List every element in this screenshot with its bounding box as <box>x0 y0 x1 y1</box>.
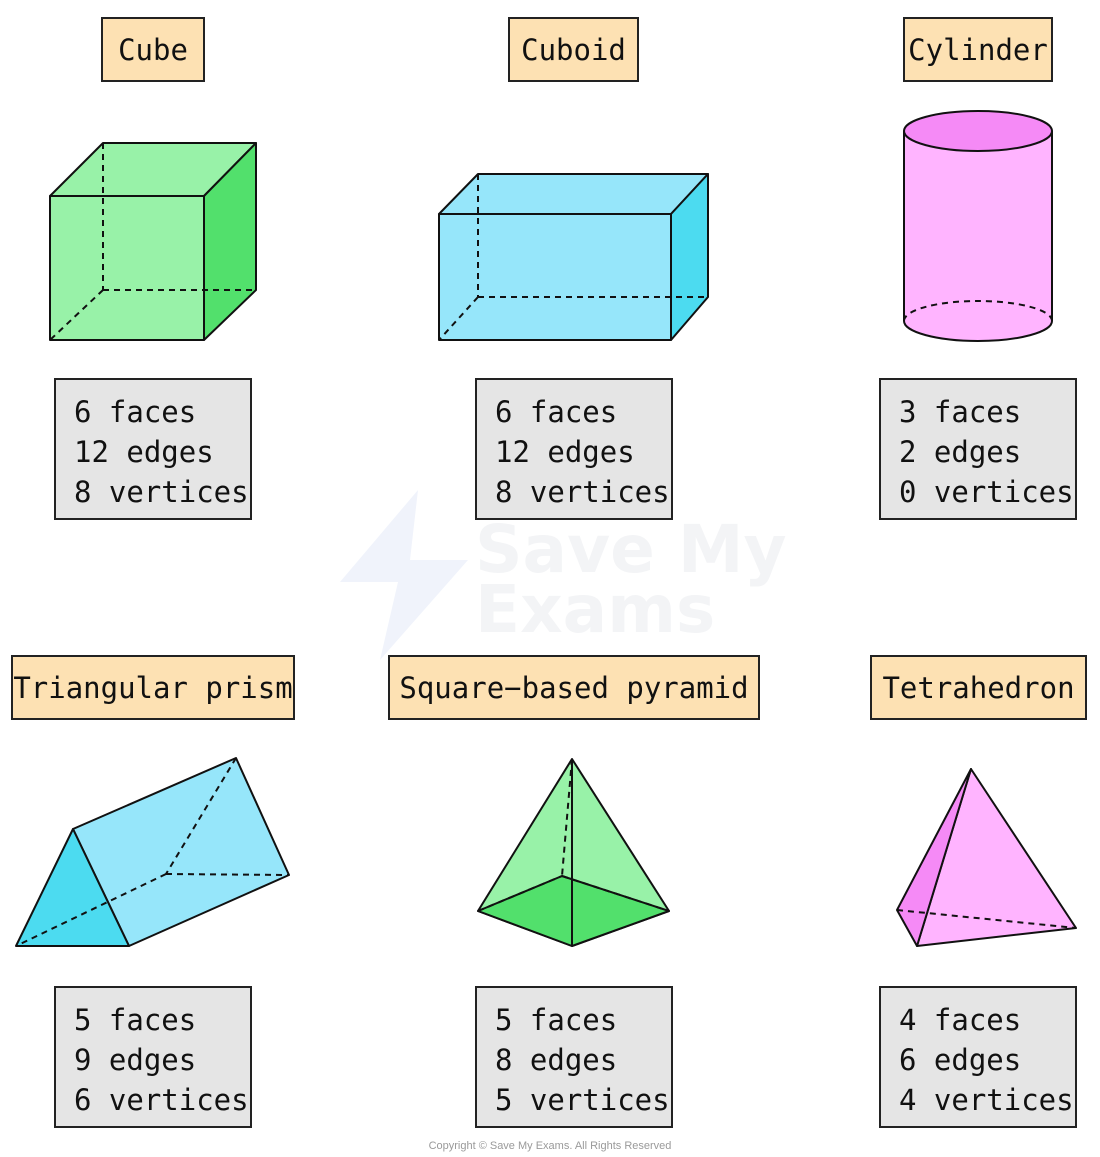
stats-tetrahedron: 4 faces 6 edges 4 vertices <box>879 986 1077 1128</box>
label-cylinder: Cylinder <box>903 17 1053 82</box>
label-cuboid: Cuboid <box>508 17 639 82</box>
stat-vertices: 5 vertices <box>495 1083 670 1117</box>
tetrahedron-drawing <box>896 768 1077 947</box>
stat-edges: 9 edges <box>74 1043 197 1077</box>
stats-square-based-pyramid: 5 faces 8 edges 5 vertices <box>475 986 673 1128</box>
stat-edges: 12 edges <box>495 435 635 469</box>
stat-vertices: 4 vertices <box>899 1083 1074 1117</box>
cube-drawing <box>49 142 257 341</box>
stats-cube: 6 faces 12 edges 8 vertices <box>54 378 252 520</box>
label-square-based-pyramid: Square−based pyramid <box>388 655 760 720</box>
stat-vertices: 0 vertices <box>899 475 1074 509</box>
stat-edges: 2 edges <box>899 435 1022 469</box>
label-cube: Cube <box>101 17 205 82</box>
stat-vertices: 8 vertices <box>74 475 249 509</box>
stat-edges: 8 edges <box>495 1043 618 1077</box>
stat-vertices: 6 vertices <box>74 1083 249 1117</box>
triangular-prism-drawing <box>15 757 290 947</box>
label-triangular-prism: Triangular prism <box>11 655 295 720</box>
copyright-notice: Copyright © Save My Exams. All Rights Re… <box>428 1140 672 1152</box>
stat-faces: 4 faces <box>899 1003 1022 1037</box>
stats-cylinder: 3 faces 2 edges 0 vertices <box>879 378 1077 520</box>
stat-faces: 5 faces <box>495 1003 618 1037</box>
watermark-line-2: Exams <box>475 571 716 648</box>
watermark-line-1: Save My <box>475 511 787 588</box>
label-tetrahedron: Tetrahedron <box>870 655 1087 720</box>
stat-vertices: 8 vertices <box>495 475 670 509</box>
cuboid-drawing <box>438 173 709 341</box>
watermark-bolt-icon <box>340 490 468 660</box>
stat-edges: 6 edges <box>899 1043 1022 1077</box>
stat-faces: 5 faces <box>74 1003 197 1037</box>
stats-triangular-prism: 5 faces 9 edges 6 vertices <box>54 986 252 1128</box>
stats-cuboid: 6 faces 12 edges 8 vertices <box>475 378 673 520</box>
stat-faces: 3 faces <box>899 395 1022 429</box>
watermark-text: Save My Exams <box>475 511 787 648</box>
stat-faces: 6 faces <box>495 395 618 429</box>
cylinder-drawing <box>903 110 1053 342</box>
stat-edges: 12 edges <box>74 435 214 469</box>
stat-faces: 6 faces <box>74 395 197 429</box>
square-pyramid-drawing <box>477 758 670 947</box>
